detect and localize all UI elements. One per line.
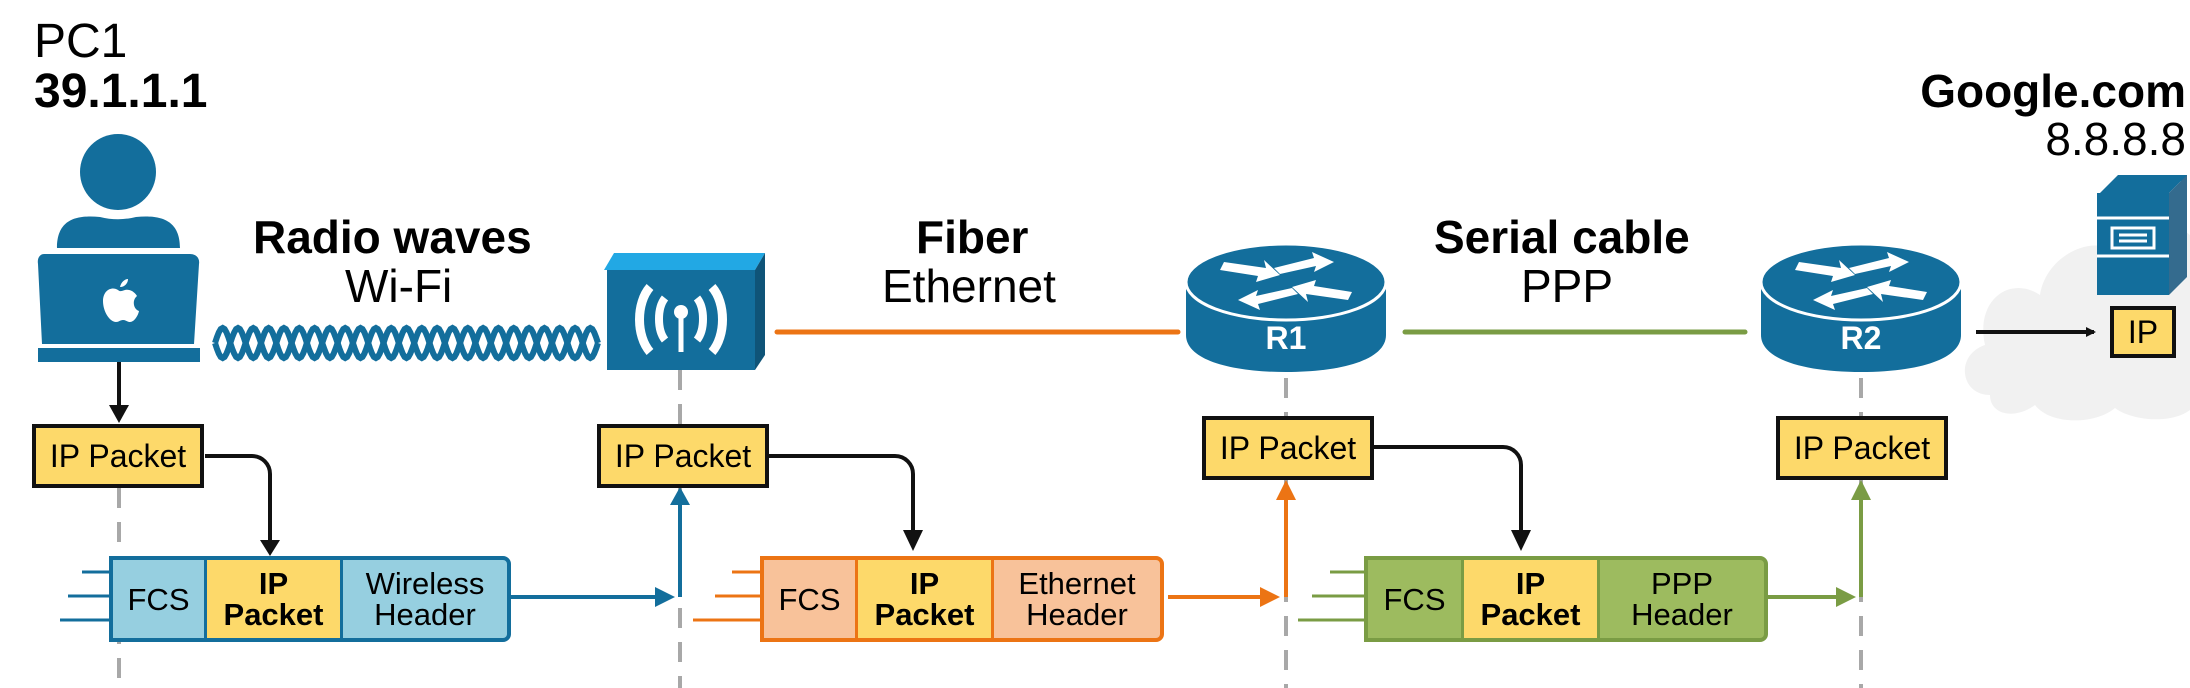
ip-packet-label: IP bbox=[2127, 313, 2159, 350]
pc1-ip-address: 39.1.1.1 bbox=[34, 65, 208, 118]
header-line: Ethernet bbox=[1018, 566, 1136, 601]
payload-line: Packet bbox=[1480, 597, 1581, 632]
link-protocol-ppp: PPP bbox=[1521, 260, 1614, 312]
wireless-frame-lines bbox=[60, 505, 682, 622]
payload-line: Packet bbox=[223, 597, 324, 632]
ip-packet-ap: IP Packet bbox=[597, 424, 769, 488]
arrowhead-encap-ppp bbox=[1511, 530, 1531, 551]
server-name: Google.com bbox=[1920, 65, 2186, 117]
wireless-access-point-icon bbox=[604, 253, 765, 370]
header-line: Header bbox=[1631, 597, 1733, 632]
payload-line: Packet bbox=[874, 597, 975, 632]
ip-packet-r1: IP Packet bbox=[1202, 416, 1374, 480]
router-r1-label: R1 bbox=[1265, 320, 1307, 356]
ip-packet-label: IP Packet bbox=[1219, 429, 1357, 466]
ip-packet-r2: IP Packet bbox=[1776, 416, 1948, 480]
ip-packet-pc1: IP Packet bbox=[32, 424, 204, 488]
ip-packet-server: IP bbox=[2110, 306, 2176, 358]
pc1-name: PC1 bbox=[34, 15, 128, 68]
ip-packet-label: IP Packet bbox=[49, 437, 187, 474]
frame-trailer-fcs: FCS bbox=[764, 560, 858, 638]
frame-header-ethernet: Ethernet Header bbox=[994, 560, 1160, 638]
router-r2-label: R2 bbox=[1840, 320, 1882, 356]
frame-trailer-fcs: FCS bbox=[113, 560, 207, 638]
radio-waves-icon bbox=[212, 324, 601, 362]
arrow-encap-wireless bbox=[205, 454, 272, 545]
arrowhead-ppp-right bbox=[1836, 587, 1856, 607]
payload-line: IP bbox=[1515, 566, 1546, 601]
arrowhead-ethernet-up bbox=[1276, 480, 1296, 500]
pc1-laptop-user-icon bbox=[37, 134, 200, 362]
ip-packet-label: IP Packet bbox=[1793, 429, 1931, 466]
payload-line: IP bbox=[258, 566, 289, 601]
router-r1-icon bbox=[1184, 242, 1388, 372]
server-ip-address: 8.8.8.8 bbox=[2045, 113, 2186, 165]
frame-payload-ip-packet: IP Packet bbox=[858, 560, 994, 638]
link-protocol-ethernet: Ethernet bbox=[882, 260, 1056, 312]
frame-trailer-fcs: FCS bbox=[1368, 560, 1464, 638]
payload-line: IP bbox=[909, 566, 940, 601]
ip-packet-label: IP Packet bbox=[614, 437, 752, 474]
header-line: Wireless bbox=[365, 566, 485, 601]
link-protocol-wifi: Wi-Fi bbox=[345, 260, 453, 312]
frame-header-wireless: Wireless Header bbox=[343, 560, 507, 638]
arrow-encap-ethernet bbox=[768, 454, 915, 535]
link-medium-wifi: Radio waves bbox=[253, 211, 532, 263]
arrow-encap-ppp bbox=[1372, 445, 1523, 535]
frame-payload-ip-packet: IP Packet bbox=[207, 560, 343, 638]
ethernet-frame: FCS IP Packet Ethernet Header bbox=[760, 556, 1164, 642]
ppp-frame: FCS IP Packet PPP Header bbox=[1364, 556, 1768, 642]
header-line: PPP bbox=[1650, 566, 1714, 601]
header-line: Header bbox=[1026, 597, 1128, 632]
link-medium-serial: Serial cable bbox=[1434, 211, 1690, 263]
server-icon bbox=[2097, 175, 2187, 295]
ethernet-frame-lines bbox=[693, 495, 1288, 622]
encapsulation-arrows bbox=[205, 445, 1523, 545]
frame-payload-ip-packet: IP Packet bbox=[1464, 560, 1600, 638]
arrowhead-encap-wireless bbox=[260, 540, 280, 556]
wireless-frame: FCS IP Packet Wireless Header bbox=[109, 556, 511, 642]
arrowhead-wireless-right bbox=[655, 587, 675, 607]
apple-logo-icon bbox=[103, 279, 139, 322]
link-medium-fiber: Fiber bbox=[916, 211, 1029, 263]
frame-header-ppp: PPP Header bbox=[1600, 560, 1764, 638]
arrowhead-wireless-up bbox=[670, 487, 690, 505]
arrowhead-encap-ethernet bbox=[903, 530, 923, 551]
header-line: Header bbox=[374, 597, 476, 632]
arrowhead-ethernet-right bbox=[1260, 587, 1280, 607]
arrow-pc1-to-packet bbox=[109, 362, 129, 423]
router-r2-icon bbox=[1759, 242, 1963, 372]
arrowhead-ppp-up bbox=[1851, 480, 1871, 500]
